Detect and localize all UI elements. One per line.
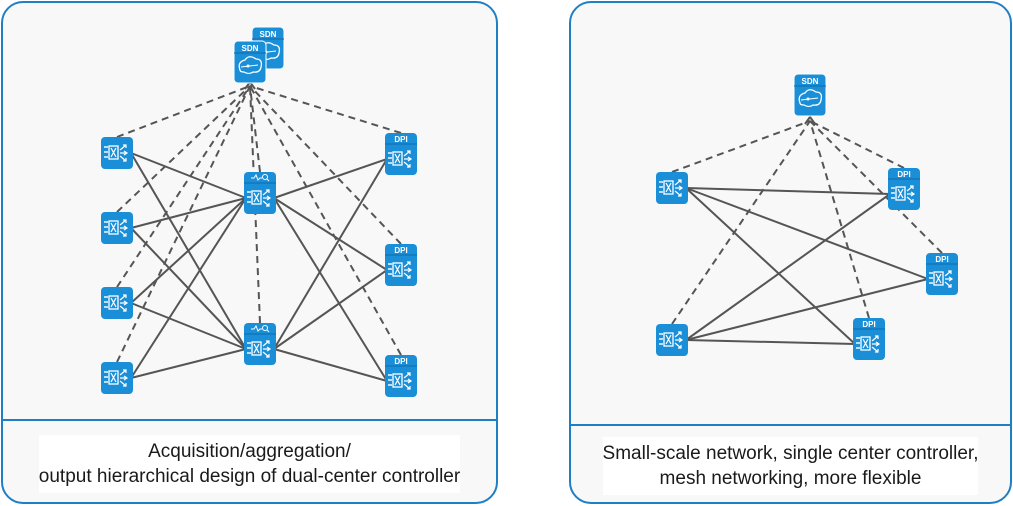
control-link-dpi1	[809, 120, 905, 169]
switch-node-acq2	[101, 212, 133, 244]
switch-node-dpi1: DPI	[385, 133, 417, 175]
dpi-label: DPI	[394, 246, 407, 255]
switch-node-sw2	[656, 324, 688, 356]
sdn-label: SDN	[260, 30, 277, 39]
dpi-label: DPI	[862, 320, 875, 329]
switch-icon	[101, 287, 133, 319]
control-link-dpi3	[249, 85, 402, 356]
right-caption-line1: Small-scale network, single center contr…	[602, 443, 979, 464]
link-sw2-dpi3	[685, 339, 856, 345]
link-agg1-dpi2	[273, 197, 388, 271]
right-panel: SDN DPI DPI DPI Small-scale network, single…	[569, 1, 1012, 504]
monitor-icon	[251, 324, 262, 332]
switch-node-acq1	[101, 137, 133, 169]
dpi-label: DPI	[897, 170, 910, 179]
right-panel-divider	[571, 424, 1010, 426]
link-agg2-dpi2	[273, 269, 388, 350]
sdn-controller-node-sdn1: SDN	[233, 40, 267, 84]
switch-node-dpi1: DPI	[888, 168, 920, 210]
link-acq1-agg1	[130, 152, 247, 199]
switch-node-dpi2: DPI	[385, 244, 417, 286]
switch-node-sw1	[656, 172, 688, 204]
switch-icon	[101, 212, 133, 244]
control-link-dpi2	[249, 85, 402, 245]
link-acq3-agg2	[130, 302, 247, 350]
right-caption: Small-scale network, single center contr…	[571, 437, 1010, 495]
left-caption-line2: output hierarchical design of dual-cente…	[38, 466, 461, 487]
link-agg2-dpi3	[273, 348, 388, 382]
link-agg1-dpi3	[273, 197, 388, 382]
sdn-controller-icon	[233, 40, 267, 84]
control-links	[116, 85, 402, 363]
switch-node-acq4	[101, 362, 133, 394]
control-link-acq2	[116, 85, 251, 213]
left-caption-line1: Acquisition/aggregation/	[148, 441, 351, 462]
link-acq4-agg1	[130, 197, 247, 379]
sdn-controller-icon	[793, 73, 827, 117]
link-agg2-dpi1	[273, 158, 388, 350]
right-network-diagram: SDN DPI DPI DPI	[656, 73, 958, 360]
switch-icon	[101, 362, 133, 394]
link-sw2-dpi1	[685, 193, 891, 341]
link-agg1-dpi1	[273, 158, 388, 199]
sdn-label: SDN	[802, 77, 819, 86]
switch-node-dpi3: DPI	[385, 355, 417, 397]
dpi-label: DPI	[935, 255, 948, 264]
control-links	[671, 120, 943, 325]
data-links	[685, 187, 929, 345]
data-links	[130, 152, 388, 382]
arrow-up-icon	[804, 115, 816, 125]
switch-monitor-node-agg2	[244, 323, 276, 365]
left-caption: Acquisition/aggregation/ output hierarch…	[3, 435, 496, 493]
link-sw2-dpi2	[685, 278, 929, 341]
sdn-label: SDN	[242, 44, 259, 53]
link-sw1-dpi2	[685, 187, 929, 280]
control-link-acq3	[116, 85, 251, 288]
control-link-dpi1	[249, 85, 402, 134]
link-acq4-agg2	[130, 348, 247, 379]
dpi-label: DPI	[394, 357, 407, 366]
link-acq2-agg1	[130, 197, 247, 229]
link-sw1-dpi1	[685, 187, 891, 195]
left-panel-divider	[3, 419, 496, 421]
switch-icon	[656, 324, 688, 356]
switch-monitor-node-agg1	[244, 172, 276, 214]
control-link-agg2	[249, 85, 261, 324]
control-link-dpi3	[809, 120, 870, 319]
dpi-label: DPI	[394, 135, 407, 144]
control-link-sw1	[671, 120, 811, 173]
link-acq3-agg1	[130, 197, 247, 304]
monitor-icon	[251, 173, 262, 181]
switch-node-acq3	[101, 287, 133, 319]
switch-icon	[101, 137, 133, 169]
right-caption-line2: mesh networking, more flexible	[659, 468, 922, 489]
control-link-agg1	[249, 85, 261, 173]
link-sw1-dpi3	[685, 187, 856, 345]
control-link-acq4	[116, 85, 251, 363]
switch-node-dpi2: DPI	[926, 253, 958, 295]
switch-icon	[656, 172, 688, 204]
sdn-controller-node-sdn: SDN	[793, 73, 827, 117]
control-link-sw2	[671, 120, 811, 325]
switch-node-dpi3: DPI	[853, 318, 885, 360]
